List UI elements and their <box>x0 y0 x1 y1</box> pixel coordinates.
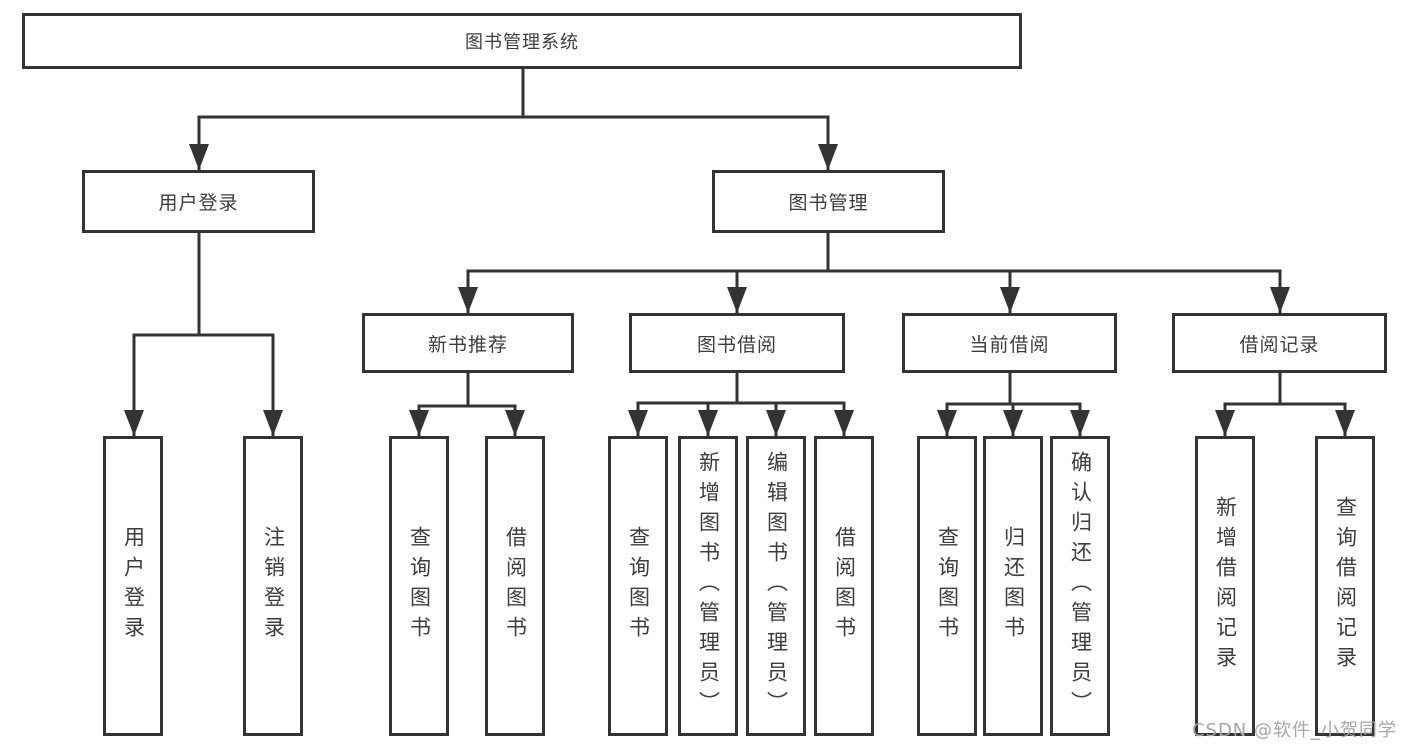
leaf-query-books-current: 查询图书 <box>917 436 977 736</box>
node-new-book-recommend-label: 新书推荐 <box>427 333 508 356</box>
leaf-borrow-books-label: 借阅图书 <box>832 526 857 646</box>
leaf-user-login-label: 用户登录 <box>121 526 146 646</box>
leaf-query-borrow-record: 查询借阅记录 <box>1315 436 1375 736</box>
leaf-add-book-admin: 新增图书（管理员） <box>678 436 738 736</box>
leaf-return-book: 归还图书 <box>983 436 1043 736</box>
node-book-borrow: 图书借阅 <box>629 313 845 373</box>
leaf-borrow-books-recommend-label: 借阅图书 <box>503 526 528 646</box>
leaf-logout: 注销登录 <box>243 436 303 736</box>
node-new-book-recommend: 新书推荐 <box>362 313 574 373</box>
node-root-label: 图书管理系统 <box>465 32 579 53</box>
node-book-borrow-label: 图书借阅 <box>696 333 777 356</box>
node-user-login: 用户登录 <box>82 170 315 233</box>
leaf-query-books-recommend: 查询图书 <box>389 436 449 736</box>
leaf-edit-book-admin: 编辑图书（管理员） <box>746 436 806 736</box>
node-current-borrow-label: 当前借阅 <box>969 333 1050 356</box>
node-book-management-label: 图书管理 <box>788 192 869 214</box>
leaf-query-books-borrow-label: 查询图书 <box>626 526 651 646</box>
leaf-edit-book-admin-label: 编辑图书（管理员） <box>764 451 789 721</box>
node-borrow-records-label: 借阅记录 <box>1239 333 1320 356</box>
leaf-query-books-current-label: 查询图书 <box>935 526 960 646</box>
leaf-return-book-label: 归还图书 <box>1001 526 1026 646</box>
leaf-add-borrow-record-label: 新增借阅记录 <box>1213 496 1238 676</box>
leaf-user-login: 用户登录 <box>103 436 163 736</box>
leaf-add-book-admin-label: 新增图书（管理员） <box>696 451 721 721</box>
leaf-query-borrow-record-label: 查询借阅记录 <box>1333 496 1358 676</box>
node-root: 图书管理系统 <box>22 13 1022 69</box>
leaf-query-books-recommend-label: 查询图书 <box>407 526 432 646</box>
leaf-logout-label: 注销登录 <box>261 526 286 646</box>
node-current-borrow: 当前借阅 <box>902 313 1117 373</box>
node-borrow-records: 借阅记录 <box>1172 313 1387 373</box>
leaf-borrow-books-recommend: 借阅图书 <box>485 436 545 736</box>
leaf-confirm-return-admin-label: 确认归还（管理员） <box>1068 451 1093 721</box>
csdn-watermark: CSDN @软件_小贺同学 <box>1191 720 1397 741</box>
leaf-query-books-borrow: 查询图书 <box>608 436 668 736</box>
leaf-borrow-books: 借阅图书 <box>814 436 874 736</box>
node-book-management: 图书管理 <box>712 170 945 233</box>
leaf-confirm-return-admin: 确认归还（管理员） <box>1050 436 1110 736</box>
leaf-add-borrow-record: 新增借阅记录 <box>1195 436 1255 736</box>
node-user-login-label: 用户登录 <box>158 192 239 214</box>
